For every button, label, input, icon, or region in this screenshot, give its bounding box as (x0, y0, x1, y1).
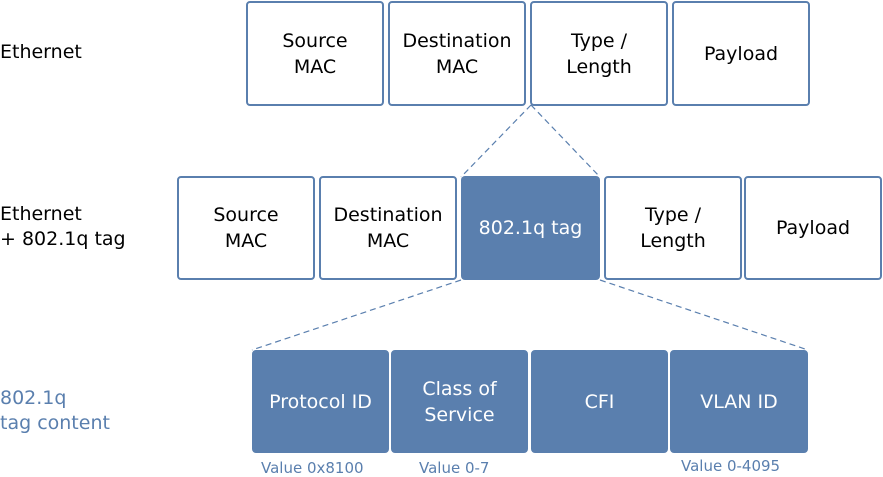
tagged-destination-mac: Destination MAC (319, 176, 457, 280)
tagged-type-length: Type / Length (604, 176, 742, 280)
tag-class-of-service: Class of Service (391, 350, 528, 453)
ethernet-destination-mac: Destination MAC (388, 1, 526, 106)
value-protocol-id: Value 0x8100 (261, 459, 364, 477)
tag-cfi: CFI (531, 350, 668, 453)
zoom-line-tag-right (599, 279, 809, 351)
ethernet-source-mac: Source MAC (246, 1, 384, 106)
row-label-ethernet: Ethernet (0, 41, 82, 63)
row-label-tag-content: 802.1q tag content (0, 387, 110, 434)
tag-protocol-id: Protocol ID (252, 350, 389, 453)
tagged-source-mac: Source MAC (177, 176, 315, 280)
zoom-line-tag-left (251, 279, 462, 351)
ethernet-type-length: Type / Length (530, 1, 668, 106)
tagged-payload: Payload (744, 176, 882, 280)
value-vlan-id: Value 0-4095 (681, 457, 781, 475)
zoom-line-type-right (530, 104, 601, 178)
value-class-of-service: Value 0-7 (419, 459, 490, 477)
ethernet-payload: Payload (672, 1, 810, 106)
row-label-ethernet-tagged: Ethernet + 802.1q tag (0, 203, 126, 250)
zoom-line-type-left (460, 104, 532, 178)
tag-vlan-id: VLAN ID (670, 350, 808, 453)
tagged-802-1q-tag: 802.1q tag (461, 176, 600, 280)
